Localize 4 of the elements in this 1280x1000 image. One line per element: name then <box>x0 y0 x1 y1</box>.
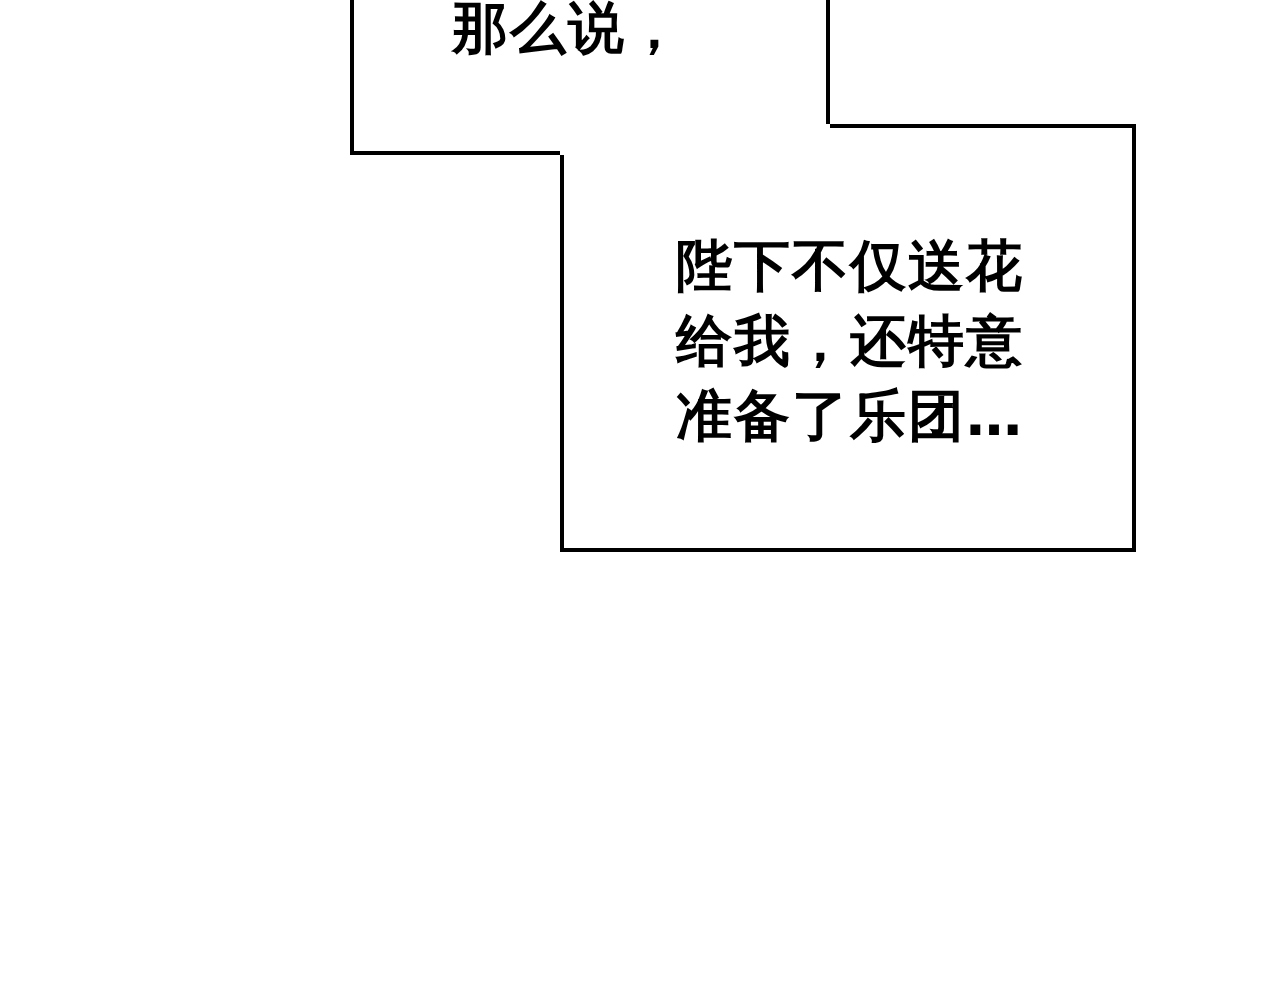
speech-bubble <box>560 124 1136 552</box>
dialogue-text: 陛下不仅送花给我，还特意准备了乐团… <box>676 232 1025 450</box>
speech-bubble <box>350 0 830 155</box>
dialogue-text: 那么说， <box>452 2 685 54</box>
